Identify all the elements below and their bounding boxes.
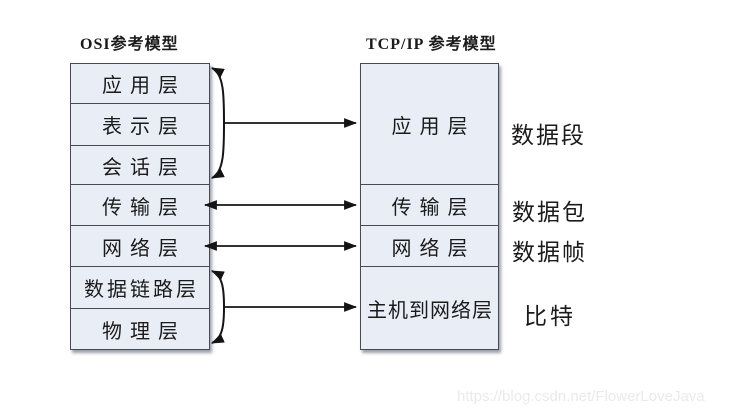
osi-layer-stack: 应用层 表示层 会话层 传输层 网络层 数据链路层 物理层 <box>70 63 210 350</box>
brace-osi-lower-layers <box>211 270 226 344</box>
tcpip-layer-network-label: 网络层 <box>391 237 476 260</box>
tcpip-layer-application: 应用层 <box>361 64 498 185</box>
tcpip-layer-stack: 应用层 传输层 网络层 主机到网络层 <box>360 63 499 350</box>
tcpip-layer-host-to-network-label: 主机到网络层 <box>367 299 493 322</box>
osi-layer-transport-label: 传输层 <box>102 196 186 219</box>
osi-layer-network: 网络层 <box>71 226 209 267</box>
data-unit-bit: 比特 <box>524 304 576 329</box>
osi-layer-datalink: 数据链路层 <box>71 267 209 309</box>
tcpip-layer-transport: 传输层 <box>361 185 498 226</box>
osi-layer-network-label: 网络层 <box>102 237 186 260</box>
osi-layer-physical-label: 物理层 <box>102 320 186 343</box>
osi-layer-session: 会话层 <box>71 146 209 185</box>
osi-layer-transport: 传输层 <box>71 185 209 226</box>
osi-layer-presentation: 表示层 <box>71 104 209 146</box>
brace-osi-upper-layers <box>211 67 225 179</box>
osi-layer-datalink-label: 数据链路层 <box>84 279 199 301</box>
tcpip-layer-transport-label: 传输层 <box>391 196 476 219</box>
osi-model-title: OSI参考模型 <box>80 36 179 53</box>
osi-layer-session-label: 会话层 <box>102 156 186 179</box>
osi-layer-physical: 物理层 <box>71 309 209 349</box>
data-unit-frame: 数据帧 <box>512 240 587 265</box>
tcpip-layer-network: 网络层 <box>361 226 498 267</box>
tcpip-layer-application-label: 应用层 <box>391 115 476 138</box>
tcpip-model-title: TCP/IP 参考模型 <box>366 36 497 53</box>
tcpip-layer-host-to-network: 主机到网络层 <box>361 267 498 349</box>
data-unit-segment: 数据段 <box>511 123 586 148</box>
osi-layer-application: 应用层 <box>71 64 209 104</box>
watermark-url: https://blog.csdn.net/FlowerLoveJava <box>457 388 705 405</box>
data-unit-packet: 数据包 <box>512 200 587 225</box>
osi-layer-application-label: 应用层 <box>102 75 186 97</box>
osi-layer-presentation-label: 表示层 <box>102 116 186 138</box>
